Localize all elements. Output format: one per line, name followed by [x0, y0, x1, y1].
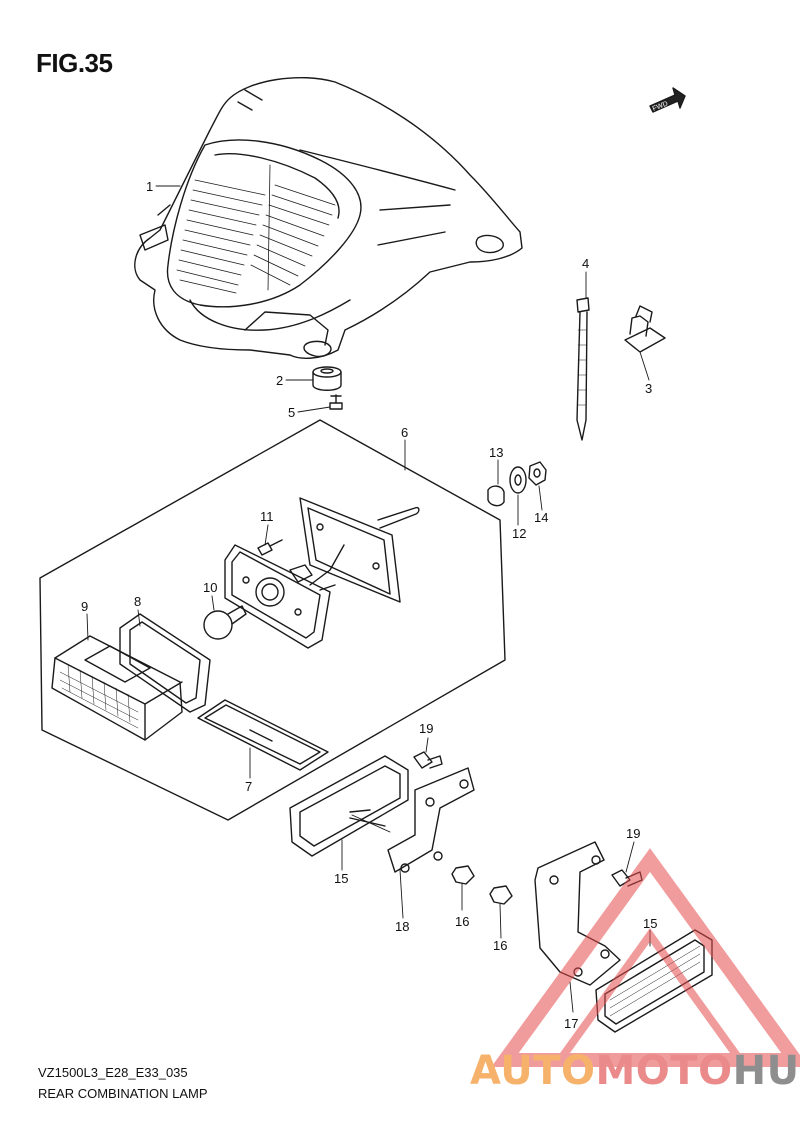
part-label[interactable]: 14 — [534, 510, 548, 525]
bracket-left — [387, 767, 475, 873]
part-label[interactable]: 16 — [493, 938, 507, 953]
nut-16-right — [489, 885, 513, 905]
tail-lamp-lens — [134, 76, 523, 359]
watermark-auto: AUTO — [470, 1048, 596, 1094]
lens-plate — [197, 699, 329, 771]
part-label[interactable]: 9 — [81, 599, 88, 614]
figure-title: FIG.35 — [36, 48, 113, 78]
bulb — [203, 605, 247, 640]
part-label[interactable]: 12 — [512, 526, 526, 541]
part-label[interactable]: 16 — [455, 914, 469, 929]
lamp-base-plate — [299, 497, 420, 603]
part-label[interactable]: 2 — [276, 373, 283, 388]
part-label[interactable]: 19 — [626, 826, 640, 841]
lens-cover — [51, 635, 183, 741]
assembly-name: REAR COMBINATION LAMP — [38, 1086, 208, 1101]
part-label[interactable]: 4 — [582, 256, 589, 271]
clamp — [624, 305, 666, 353]
fwd-label: FWD — [652, 100, 669, 112]
part-label[interactable]: 3 — [645, 381, 652, 396]
part-label[interactable]: 11 — [260, 509, 274, 524]
part-label[interactable]: 8 — [134, 594, 141, 609]
part-label[interactable]: 6 — [401, 425, 408, 440]
part-label[interactable]: 17 — [564, 1016, 578, 1031]
watermark-moto: MOTO — [595, 1048, 733, 1094]
part-label[interactable]: 15 — [643, 916, 657, 931]
screw-small — [329, 394, 343, 410]
part-label[interactable]: 7 — [245, 779, 252, 794]
nut-16-left — [451, 865, 475, 885]
grommet — [312, 366, 342, 391]
cable-tie — [576, 297, 590, 441]
gasket — [119, 613, 211, 713]
part-label[interactable]: 13 — [489, 445, 503, 460]
bolt-19-left — [413, 751, 443, 769]
part-label[interactable]: 10 — [203, 580, 217, 595]
watermark-hub: HUB — [732, 1048, 800, 1094]
part-label[interactable]: 18 — [395, 919, 409, 934]
watermark-logo-mark — [491, 848, 800, 1067]
model-code: VZ1500L3_E28_E33_035 — [38, 1065, 188, 1080]
lamp-socket — [224, 544, 336, 649]
collar — [487, 485, 505, 507]
part-label[interactable]: 15 — [334, 871, 348, 886]
part-label[interactable]: 19 — [419, 721, 433, 736]
screw-11 — [257, 539, 283, 556]
reflector-left — [289, 755, 409, 857]
washer — [509, 466, 527, 494]
forward-arrow — [649, 87, 686, 113]
part-label[interactable]: 5 — [288, 405, 295, 420]
watermark-text: AUTOMOTOHUB — [470, 1048, 800, 1094]
nut — [528, 461, 547, 486]
part-label[interactable]: 1 — [146, 179, 153, 194]
lamp-assembly-outline — [39, 419, 506, 821]
